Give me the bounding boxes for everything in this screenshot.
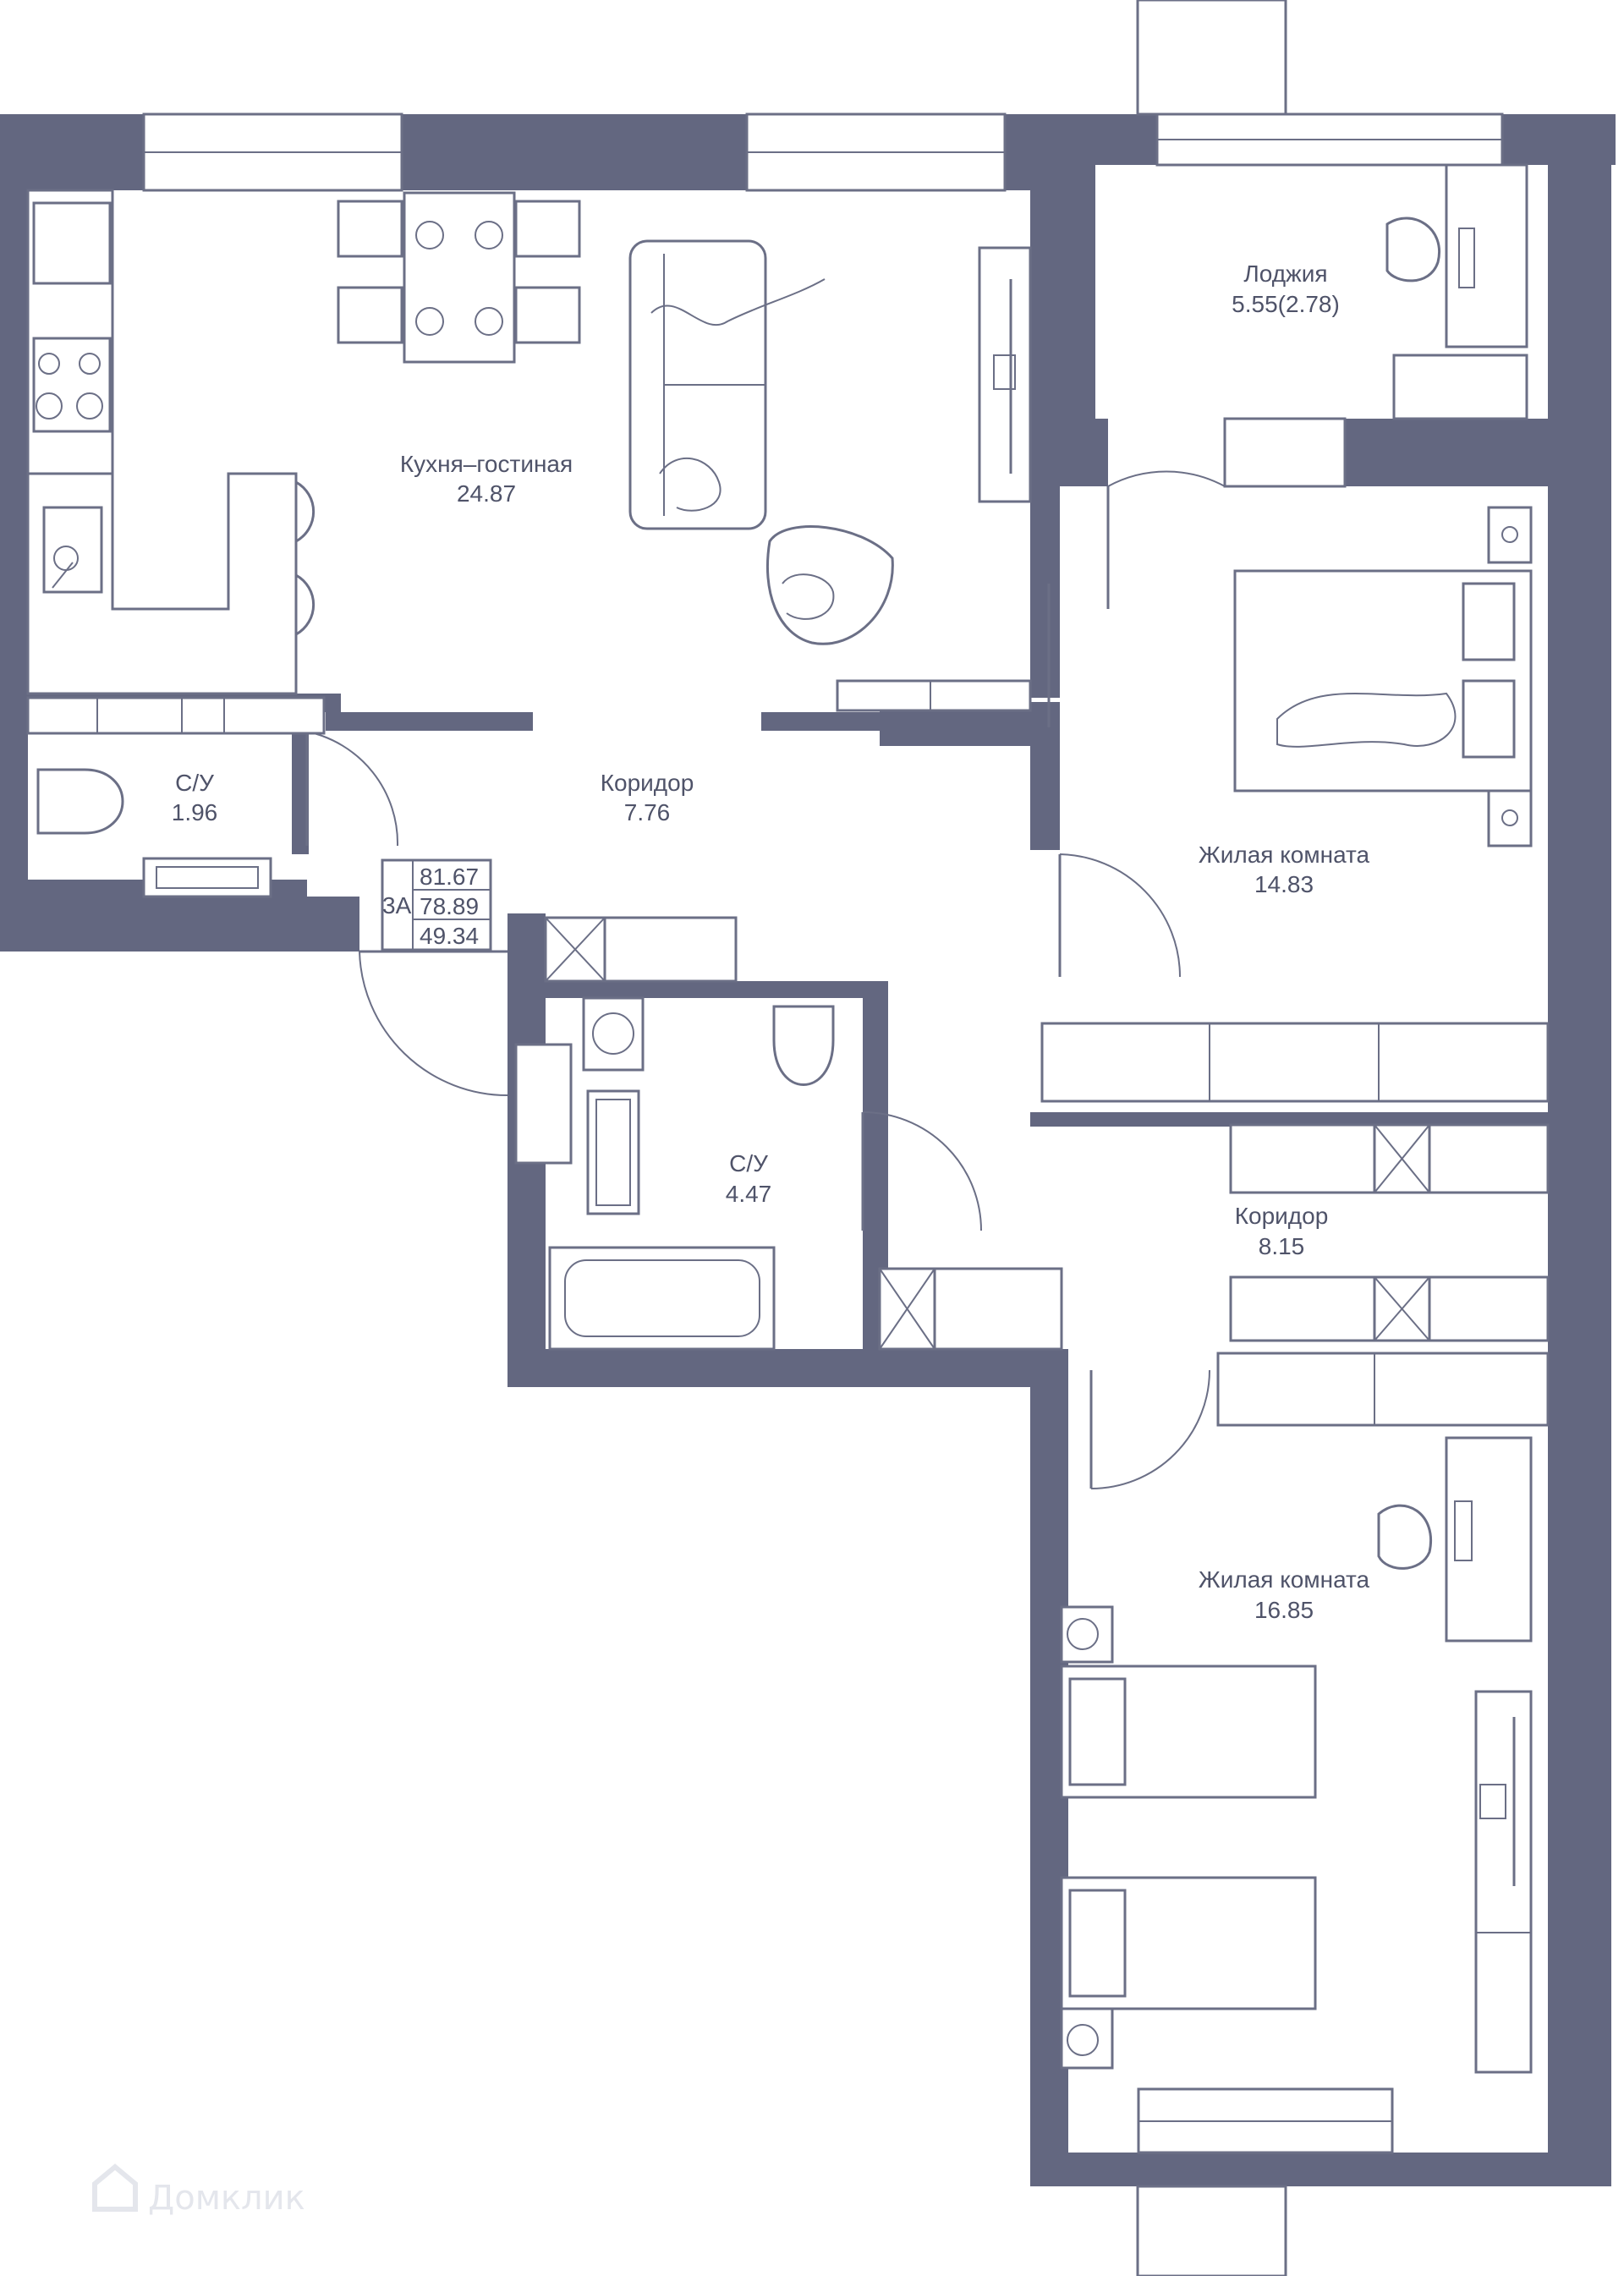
entrance-closet [514,916,738,1165]
room-area: 16.85 [1254,1597,1314,1623]
loggia-furniture [1385,163,1528,420]
room-label-bathroom-small: С/У 1.96 [172,770,218,825]
room-area: 8.15 [1259,1233,1305,1259]
room-area: 4.47 [726,1181,772,1207]
room-label-corridor-1: Коридор 7.76 [601,770,694,825]
small-bathroom-fixtures [36,768,272,898]
walls [0,114,1616,2186]
room-name: Жилая комната [1199,842,1370,868]
total-area: 81.67 [420,864,479,890]
room-name: Коридор [601,770,694,796]
room-label-loggia: Лоджия 5.55(2.78) [1232,261,1340,317]
doors [305,470,1226,1489]
room-name: С/У [729,1150,768,1176]
shelves-corridor [26,679,1032,735]
bedroom-1-furniture [1047,506,1533,847]
room-label-bathroom-large: С/У 4.47 [726,1150,772,1207]
living-area: 49.34 [420,923,479,949]
apartment-summary: 3А 81.67 78.89 49.34 [381,858,492,952]
room-area: 5.55(2.78) [1232,291,1340,317]
room-name: Жилая комната [1199,1566,1370,1593]
room-label-bedroom-1: Жилая комната 14.83 [1199,842,1370,897]
dining-set [337,191,581,364]
kitchen-furniture [26,189,315,695]
watermark-text: Домклик [148,2179,305,2218]
sofa-and-armchair [628,239,894,645]
tv-stand [978,246,1032,503]
room-area: 7.76 [624,799,671,825]
wardrobes [878,1022,1550,1427]
room-label-corridor-2: Коридор 8.15 [1235,1203,1329,1259]
room-area: 14.83 [1254,871,1314,897]
area-without-loggia: 78.89 [420,893,479,919]
room-label-bedroom-2: Жилая комната 16.85 [1199,1566,1370,1623]
house-logo-icon [92,2164,138,2212]
room-name: Кухня–гостиная [400,451,573,477]
watermark: Домклик [92,2164,305,2218]
room-area: 24.87 [457,480,516,507]
room-label-kitchen-living: Кухня–гостиная 24.87 [400,451,573,507]
room-name: С/У [175,770,214,796]
room-name: Коридор [1235,1203,1329,1229]
room-name: Лоджия [1243,261,1327,287]
room-area: 1.96 [172,799,218,825]
windows [142,0,1504,2276]
large-bathroom-fixtures [548,996,835,1351]
apartment-type: 3А [382,892,412,919]
bedroom-2-furniture [1060,1436,1533,2074]
